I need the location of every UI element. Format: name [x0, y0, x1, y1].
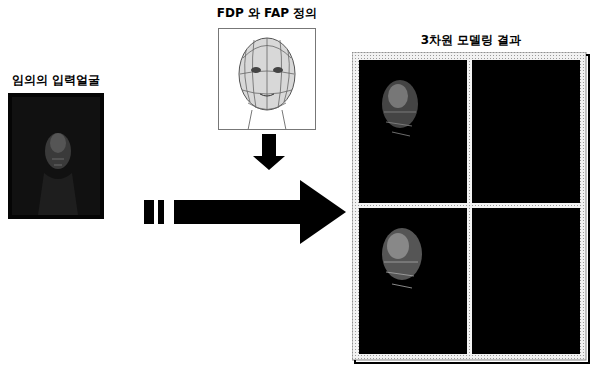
result-panel-image [352, 52, 590, 364]
flow-arrow [144, 180, 346, 244]
node-heading: 3차원 모델링 결과 [352, 32, 590, 49]
flow-arrow [253, 134, 285, 170]
input-face-node: 임의의 입력얼굴 [6, 72, 106, 220]
node-heading: FDP 와 FAP 정의 [205, 5, 329, 22]
node-heading: 임의의 입력얼굴 [6, 72, 106, 89]
result-panel-node: 3차원 모델링 결과 [352, 32, 590, 365]
input-face-image [8, 93, 104, 219]
wireframe-head-image [218, 28, 316, 130]
definition-node: FDP 와 FAP 정의 [205, 5, 329, 132]
